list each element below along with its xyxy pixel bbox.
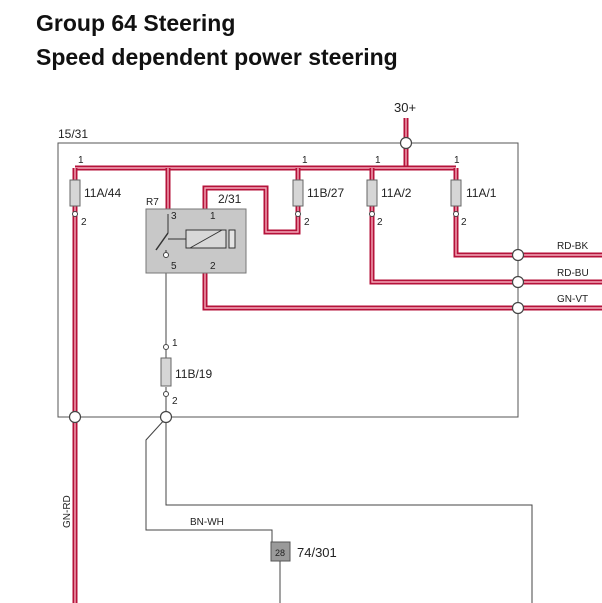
node-11b19-out [159,410,173,424]
relay-ref: R7 [146,197,159,208]
fuse-11a2-label: 11A/2 [381,186,412,200]
fuse-11a44-label: 11A/44 [84,186,121,200]
wire-gn-vt: GN-VT [557,294,588,305]
fuse-11a44-pin2: 2 [81,217,87,228]
connector-pin: 28 [275,548,285,558]
fuse-11a1-label: 11A/1 [466,186,497,200]
relay-pin1: 1 [210,211,216,222]
box-label: 15/31 [58,127,88,141]
relay-pin3: 3 [171,211,177,222]
fuse-11b27 [292,179,304,207]
connector-id: 74/301 [297,545,337,560]
fuse-11b19-label: 11B/19 [175,367,212,381]
fuse-11a2-pin2-dot [369,211,375,217]
node-rd-bu [511,275,525,289]
wire-bn-wh: BN-WH [190,517,224,528]
fuse-11a44-pin1: 1 [78,155,84,166]
fuse-11a1-pin2: 2 [461,217,467,228]
fuse-11a44 [69,179,81,207]
relay-r7 [145,208,247,274]
fuse-11b27-pin2-dot [295,211,301,217]
wire-gn-rd: GN-RD [62,495,73,528]
relay-pin2: 2 [210,261,216,272]
fuse-11a2-pin2: 2 [377,217,383,228]
fuse-11b27-label: 11B/27 [307,186,344,200]
fuse-11a2 [366,179,378,207]
wire-rd-bk: RD-BK [557,241,588,252]
fuse-11b27-pin1: 1 [302,155,308,166]
fuse-11a1-pin2-dot [453,211,459,217]
relay-pin5: 5 [171,261,177,272]
diagram-subtitle: Speed dependent power steering [36,44,398,70]
fuse-11b19-pin1: 1 [172,338,178,349]
fuse-11a2-pin1: 1 [375,155,381,166]
relay-id: 2/31 [218,192,242,206]
red-wire-group [72,118,602,603]
diagram-group-title: Group 64 Steering [36,10,236,36]
node-30-supply [399,136,413,150]
bn-wh-wire [145,417,273,548]
output-wire [165,418,533,603]
supply-30-label: 30+ [394,100,416,115]
fuse-11b19-pin2: 2 [172,396,178,407]
node-gn-vt [511,301,525,315]
fuse-11b27-pin2: 2 [304,217,310,228]
wire-rd-bu: RD-BU [557,268,589,279]
fuse-11a44-pin2-dot [72,211,78,217]
fuse-11a1 [450,179,462,207]
fuse-11b19-pin2-dot [163,391,169,397]
connector-74-301 [270,541,291,562]
node-rd-bk [511,248,525,262]
fuse-11b19-pin1-dot [163,344,169,350]
fuse-11b19 [160,357,172,387]
fuse-11a1-pin1: 1 [454,155,460,166]
node-gn-rd [68,410,82,424]
